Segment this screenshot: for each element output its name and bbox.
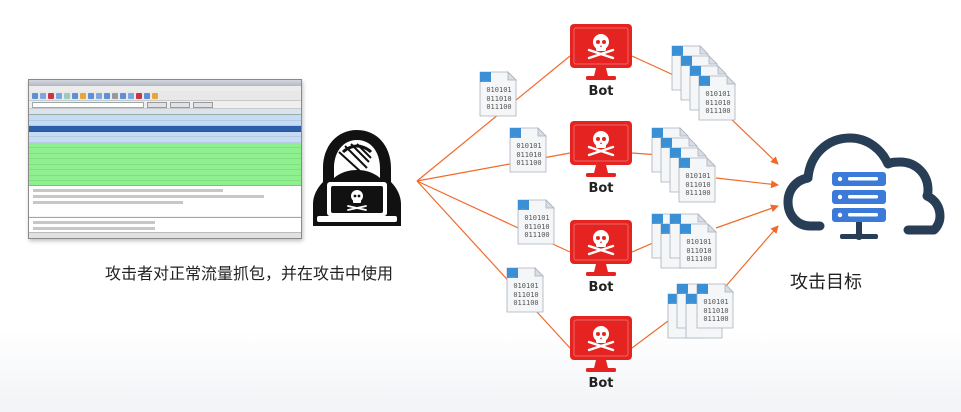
- cloud-server-icon: [783, 133, 945, 240]
- capture-menubar: [29, 86, 301, 91]
- packet-doc-line: 011010: [486, 94, 512, 103]
- packet-doc-line: 011100: [516, 159, 542, 167]
- capture-filterbar: [29, 101, 301, 109]
- packet-doc-line: 010101: [703, 298, 729, 306]
- capture-titlebar: [29, 80, 301, 86]
- packet-doc-line: 011010: [513, 290, 539, 299]
- packet-doc-line: 011010: [703, 306, 729, 315]
- packet-capture-screenshot: [28, 79, 302, 239]
- packet-doc-line: 011010: [524, 222, 550, 231]
- packet-doc-line: 011100: [513, 299, 539, 307]
- packet-doc-line: 011010: [705, 98, 731, 107]
- bot-label: Bot: [588, 181, 614, 196]
- packet-doc-line: 010101: [705, 90, 731, 98]
- packet-doc-line: 011100: [686, 255, 712, 263]
- bot-label: Bot: [588, 84, 614, 99]
- packet-doc-line: 011100: [685, 189, 711, 197]
- capture-hex-pane: [29, 217, 301, 233]
- packet-doc-line: 011100: [705, 107, 731, 115]
- bot-1: [568, 22, 634, 82]
- capture-toolbar: [29, 91, 301, 101]
- packet-doc-line: 011100: [486, 103, 512, 111]
- packet-doc-line: 011100: [703, 315, 729, 323]
- packet-doc-line: 011010: [686, 246, 712, 255]
- packet-doc-line: 010101: [685, 172, 711, 180]
- packet-doc-line: 010101: [486, 86, 512, 94]
- packet-doc-line: 011010: [685, 180, 711, 189]
- hacker-icon: [313, 130, 401, 226]
- packet-doc-line: 010101: [513, 282, 539, 290]
- target-label: 攻击目标: [790, 272, 862, 293]
- capture-statusbar: [29, 232, 301, 238]
- bot-label: Bot: [588, 280, 614, 295]
- packet-doc-line: 011010: [516, 150, 542, 159]
- bot-2: [568, 119, 634, 179]
- packet-doc-line: 010101: [686, 238, 712, 246]
- bot-3: [568, 218, 634, 278]
- bot-4: [568, 314, 634, 374]
- target-arrows: [715, 115, 779, 287]
- packet-doc-line: 011100: [524, 231, 550, 239]
- bot-label: Bot: [588, 376, 614, 391]
- capture-packet-details: [29, 185, 301, 216]
- capture-caption: 攻击者对正常流量抓包，并在攻击中使用: [105, 264, 394, 283]
- packet-doc-line: 010101: [516, 142, 542, 150]
- packet-doc-line: 010101: [524, 214, 550, 222]
- capture-list-header: [29, 109, 301, 115]
